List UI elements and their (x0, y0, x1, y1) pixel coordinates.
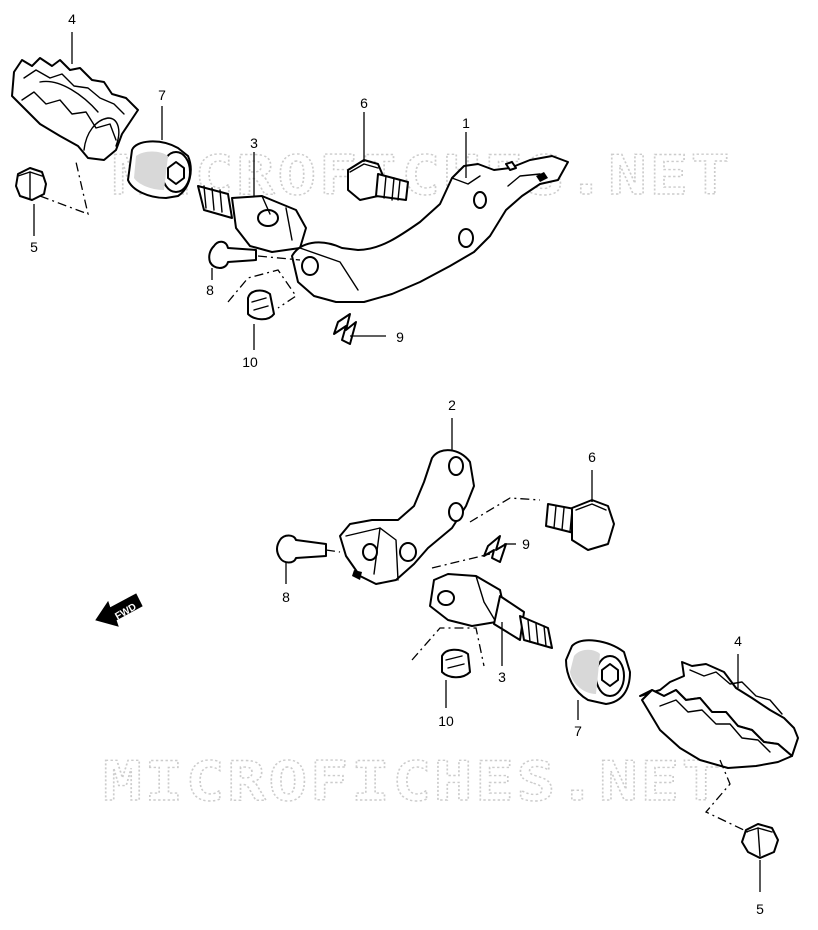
callout-top-9: 9 (396, 329, 404, 345)
split-pin-bottom (483, 535, 507, 563)
callout-top-3: 3 (250, 135, 258, 151)
bottom-assembly: 2 6 9 8 3 10 7 4 5 (276, 397, 799, 917)
nut-bottom (741, 823, 779, 859)
bracket-bottom (339, 449, 475, 585)
callout-bottom-10: 10 (438, 713, 454, 729)
clip-bottom (441, 648, 471, 679)
callout-top-10: 10 (242, 354, 258, 370)
fwd-arrow-icon: FWD (95, 593, 143, 627)
clevis-pin-bottom (276, 534, 327, 564)
pivot-pin-bottom (429, 573, 553, 649)
callout-top-6: 6 (360, 95, 368, 111)
clip-top (247, 289, 275, 321)
callout-bottom-5: 5 (756, 901, 764, 917)
callout-top-4: 4 (68, 11, 76, 27)
callout-top-8: 8 (206, 282, 214, 298)
callout-top-1: 1 (462, 115, 470, 131)
callout-bottom-8: 8 (282, 589, 290, 605)
bolt-bottom (545, 499, 615, 551)
clevis-pin-top (208, 240, 257, 269)
footpeg-top (11, 57, 139, 161)
footpeg-bottom (639, 661, 799, 769)
top-assembly: 4 5 7 3 6 1 8 10 9 (11, 11, 569, 370)
nut-top (15, 167, 47, 201)
bushing-top (127, 140, 192, 199)
callout-bottom-3: 3 (498, 669, 506, 685)
callout-bottom-4: 4 (734, 633, 742, 649)
bolt-top (347, 159, 409, 201)
bracket-top (291, 155, 569, 303)
callout-top-5: 5 (30, 239, 38, 255)
callout-bottom-6: 6 (588, 449, 596, 465)
split-pin-top (333, 313, 357, 345)
callout-bottom-9: 9 (522, 536, 530, 552)
callout-top-7: 7 (158, 87, 166, 103)
pivot-pin-top (197, 185, 307, 253)
bushing-bottom (565, 639, 631, 705)
callout-bottom-7: 7 (574, 723, 582, 739)
callout-bottom-2: 2 (448, 397, 456, 413)
watermark-bottom: MICROFICHES.NET (103, 750, 723, 813)
